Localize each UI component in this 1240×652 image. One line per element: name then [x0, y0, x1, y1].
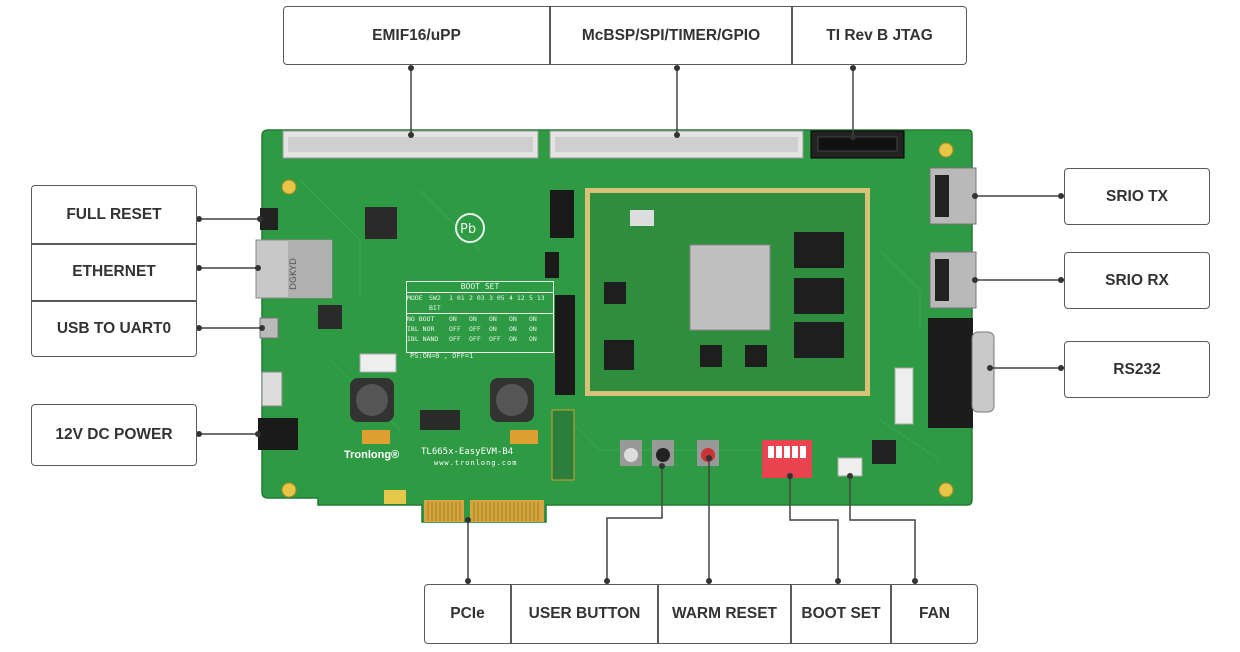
boot-table-row: IBL NOR OFF OFF ON ON ON: [407, 324, 553, 334]
label-emif16-upp: EMIF16/uPP: [372, 26, 461, 44]
boot-table-cell: ON: [489, 325, 497, 333]
label-box-rs232: RS232: [1064, 341, 1210, 398]
boot-table-cell: OFF: [449, 335, 461, 343]
boot-table-cell: OFF: [449, 325, 461, 333]
boot-table-cell: ON: [529, 315, 537, 323]
boot-table-note: PS:ON=0 , OFF=1: [410, 352, 474, 360]
label-srio-rx: SRIO RX: [1105, 271, 1169, 289]
divider: [32, 300, 196, 302]
boot-table-cell: ON: [489, 315, 497, 323]
boot-table-cell: ON: [529, 335, 537, 343]
label-ti-jtag: TI Rev B JTAG: [826, 26, 933, 44]
boot-table-cell: ON: [529, 325, 537, 333]
label-pcie: PCIe: [450, 605, 485, 622]
boot-table-cell: ON: [509, 335, 517, 343]
boot-table-cell: IBL NAND: [407, 335, 439, 343]
label-box-12v-dc-power: 12V DC POWER: [31, 404, 197, 466]
label-usb-to-uart0: USB TO UART0: [56, 319, 172, 337]
boot-table-row: IBL NAND OFF OFF OFF ON ON: [407, 334, 553, 344]
svg-text:DGKYD: DGKYD: [289, 258, 299, 290]
top-label-bar: EMIF16/uPP McBSP/SPI/TIMER/GPIO TI Rev B…: [283, 6, 967, 65]
board-brand: Tronlong®: [344, 449, 400, 461]
boot-header-cell: 2 03: [469, 294, 485, 302]
label-12v-dc-power: 12V DC POWER: [55, 426, 173, 443]
divider: [791, 7, 793, 64]
label-boot-set: BOOT SET: [801, 605, 881, 622]
label-full-reset: FULL RESET: [66, 205, 162, 223]
label-box-srio-rx: SRIO RX: [1064, 252, 1210, 309]
boot-header-cell: 1 01: [449, 294, 465, 302]
bottom-label-bar: PCIe USER BUTTON WARM RESET BOOT SET FAN: [424, 584, 978, 644]
boot-table-header: MODE SW2 BIT 1 01 2 03 3 05 4 12 5 13: [407, 293, 553, 314]
boot-header-cell: 3 05: [489, 294, 505, 302]
divider: [549, 7, 551, 64]
label-mcbsp-spi-timer-gpio: McBSP/SPI/TIMER/GPIO: [581, 26, 761, 44]
board-model: TL665x-EasyEVM-B4: [421, 447, 514, 457]
boot-table-cell: ON: [469, 315, 477, 323]
boot-table-cell: ON: [509, 325, 517, 333]
boot-table-cell: ON: [509, 315, 517, 323]
boot-table-row: NO BOOT ON ON ON ON ON: [407, 314, 553, 324]
boot-table-cell: ON: [449, 315, 457, 323]
boot-table-cell: OFF: [469, 325, 481, 333]
divider: [657, 585, 659, 643]
label-srio-tx: SRIO TX: [1105, 187, 1168, 205]
boot-header-cell: SW2 BIT: [429, 294, 441, 312]
board-website: www.tronlong.com: [434, 459, 518, 467]
boot-table-title: BOOT SET: [407, 282, 553, 293]
divider: [510, 585, 512, 643]
left-label-group: FULL RESET ETHERNET USB TO UART0: [31, 185, 197, 357]
label-warm-reset: WARM RESET: [671, 605, 778, 622]
boot-table-cell: OFF: [489, 335, 501, 343]
label-ethernet: ETHERNET: [72, 263, 156, 280]
label-rs232: RS232: [1113, 360, 1161, 378]
boot-table-cell: IBL NOR: [407, 325, 435, 333]
boot-table-cell: OFF: [469, 335, 481, 343]
boot-set-table: BOOT SET MODE SW2 BIT 1 01 2 03 3 05 4 1…: [406, 281, 554, 353]
divider: [32, 243, 196, 245]
divider: [890, 585, 892, 643]
boot-header-cell: 4 12: [509, 294, 525, 302]
label-box-srio-tx: SRIO TX: [1064, 168, 1210, 225]
label-user-button: USER BUTTON: [528, 605, 641, 622]
label-fan: FAN: [919, 605, 950, 622]
boot-header-cell: 5 13: [529, 294, 545, 302]
boot-table-cell: NO BOOT: [407, 315, 435, 323]
divider: [790, 585, 792, 643]
svg-text:Pb: Pb: [460, 222, 476, 237]
boot-header-cell: MODE: [407, 294, 423, 302]
